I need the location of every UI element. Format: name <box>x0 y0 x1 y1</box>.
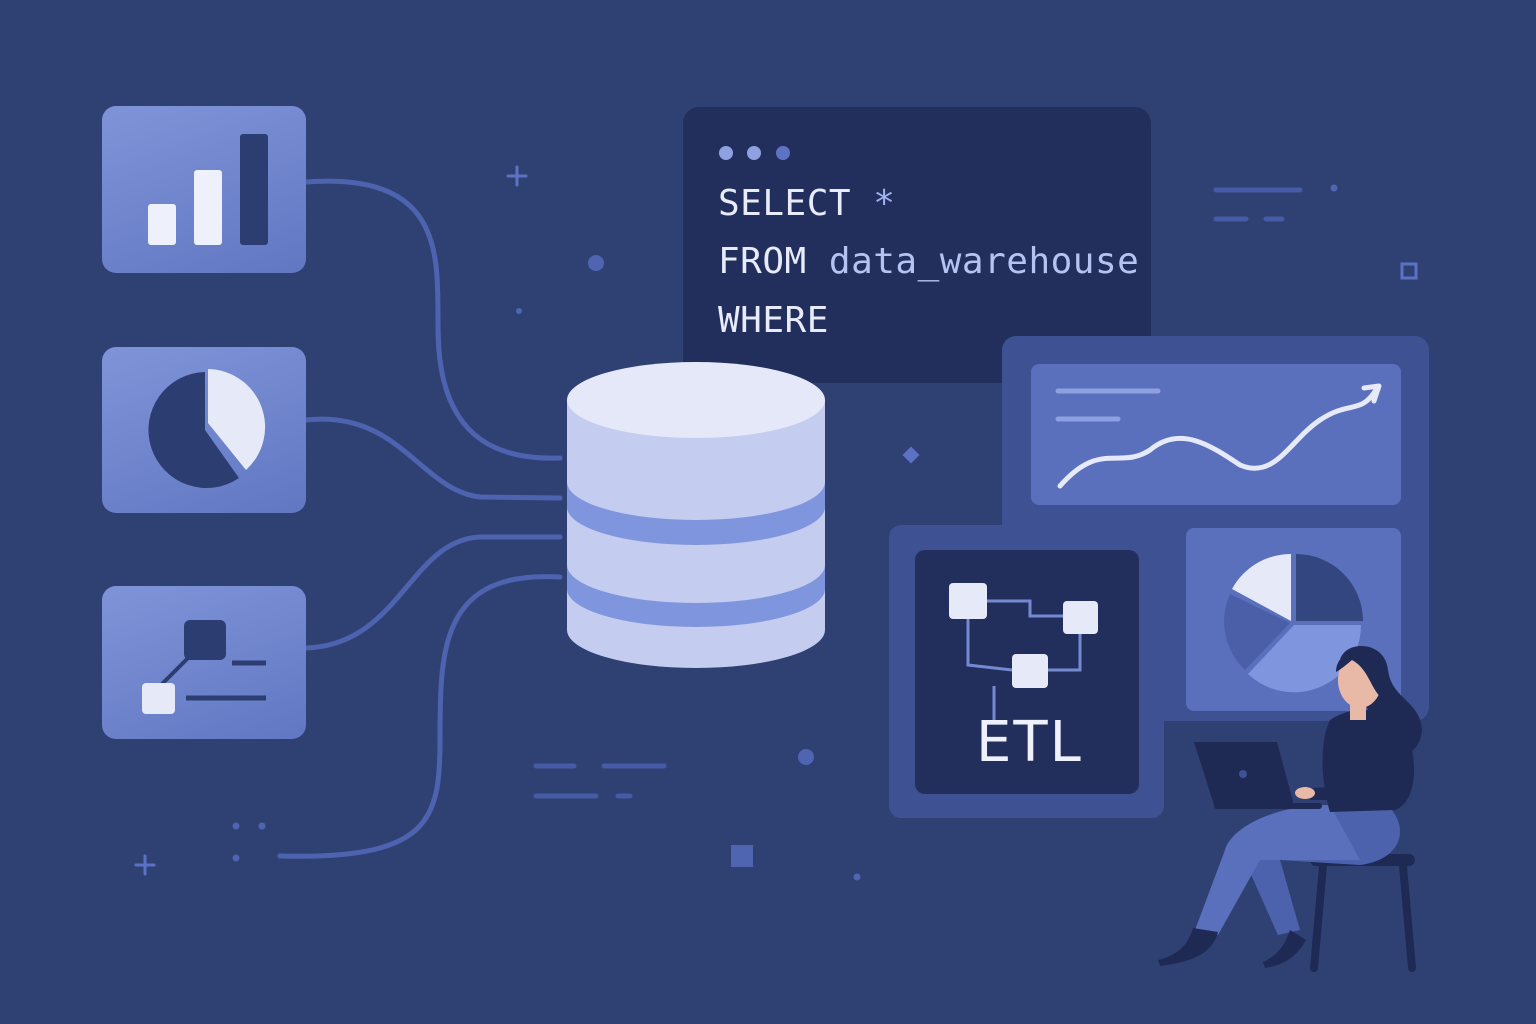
database-band <box>567 565 825 627</box>
code-operand: * <box>873 183 896 224</box>
shoe <box>1158 928 1218 966</box>
window-dot <box>747 146 761 160</box>
connector-line-1 <box>303 178 563 461</box>
connector-line-2 <box>303 416 563 501</box>
etl-node <box>1012 654 1048 688</box>
line-chart-card <box>1031 364 1401 505</box>
person-illustration <box>1158 646 1422 972</box>
front-leg <box>1195 805 1360 935</box>
dashboard-pie-chart-icon <box>1224 553 1363 693</box>
pie-slice-light <box>208 369 266 470</box>
code-line-1: SELECT * <box>718 183 895 224</box>
dot-icon <box>798 749 814 765</box>
pie-slice <box>1296 554 1363 621</box>
pie-chart-icon <box>148 369 266 488</box>
dash-decorations <box>533 187 1303 799</box>
bar-chart-bar <box>194 170 222 245</box>
dot-icon <box>853 873 861 881</box>
etl-label: ETL <box>976 710 1083 775</box>
dot-icon <box>258 822 266 830</box>
code-line-2: FROM data_warehouse <box>718 241 1139 282</box>
shoe <box>1263 930 1306 968</box>
dot-icon <box>588 255 604 271</box>
stool-legs <box>1310 862 1416 972</box>
square-outline-icon <box>1400 262 1418 280</box>
connector-lines <box>277 178 563 859</box>
database-band <box>567 482 825 545</box>
dash-lines <box>1213 187 1303 222</box>
hand <box>1295 787 1315 799</box>
dot-icon <box>232 822 240 830</box>
code-keyword: SELECT <box>718 183 852 224</box>
etl-node <box>1063 601 1098 634</box>
pie-slice-dark <box>148 372 239 488</box>
laptop-logo-icon <box>1239 770 1247 778</box>
dot-decorations <box>232 184 1338 881</box>
source-card-node-diagram <box>102 586 306 739</box>
code-keyword: WHERE <box>718 300 829 341</box>
plus-icon <box>506 165 528 187</box>
code-line-3: WHERE <box>718 300 829 341</box>
plus-icon <box>134 854 156 876</box>
pie-slice <box>1248 625 1362 693</box>
code-operand: data_warehouse <box>828 241 1140 282</box>
dash-lines <box>533 763 667 799</box>
dot-icon <box>516 308 522 314</box>
diagram-node-dark <box>184 620 226 660</box>
dot-icon <box>232 854 240 862</box>
pie-slice <box>1224 594 1290 670</box>
pie-slice <box>1232 553 1291 621</box>
window-dot <box>719 146 733 160</box>
square-decoration-icon <box>731 845 753 867</box>
window-dot <box>776 146 790 160</box>
plus-decorations <box>134 165 528 876</box>
trend-line <box>1057 387 1379 489</box>
diagram-node-light <box>142 683 175 714</box>
bar-chart-bar <box>240 134 268 245</box>
code-keyword: FROM <box>718 241 807 282</box>
database-icon <box>567 362 825 668</box>
arm <box>1310 735 1404 800</box>
source-card-bar-chart <box>102 106 306 273</box>
dot-icon <box>1330 184 1338 192</box>
laptop-base <box>1214 803 1322 809</box>
diamond-icon <box>902 446 920 464</box>
bar-chart-icon <box>148 134 268 245</box>
database-top <box>567 362 825 438</box>
source-card-pie-chart <box>102 347 306 513</box>
connector-line-3 <box>303 534 563 651</box>
hair-front <box>1336 649 1384 700</box>
bar-chart-bar <box>148 204 176 245</box>
connector-line-4 <box>277 574 563 859</box>
arrow-head-icon <box>1361 383 1382 404</box>
etl-flow-lines <box>966 599 1082 720</box>
etl-node <box>949 583 987 619</box>
node-diagram-icon <box>142 620 266 714</box>
